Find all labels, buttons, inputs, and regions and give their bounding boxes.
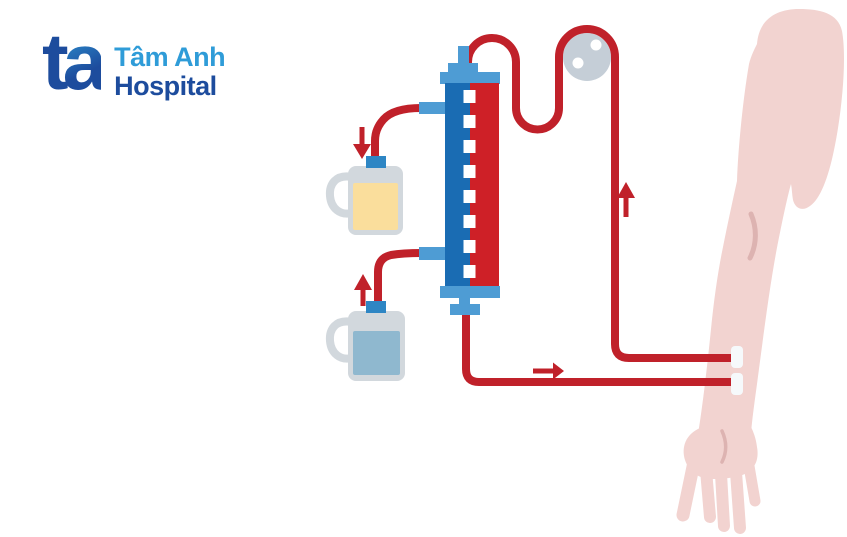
flow-arrows — [353, 127, 635, 380]
dialyzer — [419, 46, 500, 315]
arterial-tube — [464, 25, 738, 362]
dialyzer-bottom-crossbar — [450, 304, 480, 315]
arm-silhouette — [698, 9, 845, 434]
dialysate-in-tube — [374, 249, 422, 307]
pump-roller-2 — [572, 57, 584, 69]
dialyzer-bottom-stem — [459, 296, 470, 308]
dialyzer-top-stem — [458, 46, 469, 68]
dialyzer-membrane-dashes — [463, 90, 476, 278]
arrow-up-icon — [354, 274, 372, 306]
logo-hospital-name: Tâm Anh — [114, 42, 226, 72]
needle-tape-bottom — [731, 373, 743, 395]
fresh-jug-handle — [325, 317, 356, 363]
waste-jug-handle — [325, 172, 356, 218]
fresh-dialysate-liquid — [353, 331, 400, 375]
arrow-down-icon — [353, 127, 371, 159]
dialysate-out-tube — [371, 104, 422, 163]
dialysate-tubing — [371, 104, 422, 307]
finger-middle — [715, 468, 730, 532]
elbow-crease — [747, 211, 758, 261]
dialyzer-top-cap — [440, 72, 500, 84]
fresh-dialysate-jug — [325, 301, 405, 381]
arrow-right-icon — [533, 362, 564, 380]
logo-text: Tâm Anh Hospital — [114, 22, 226, 101]
arrow-up-blood-icon — [617, 182, 635, 217]
roller-pump-icon — [563, 33, 611, 81]
dialyzer-blood-chamber — [470, 83, 499, 287]
thumb — [676, 455, 701, 522]
logo-monogram-a: a — [62, 17, 107, 106]
patient-arm — [676, 9, 845, 534]
palm-crease — [720, 429, 728, 464]
dialyzer-port-in — [419, 247, 446, 260]
dialyzer-dialysate-chamber — [445, 83, 470, 287]
needle-tape-top — [731, 346, 743, 368]
finger-ring — [730, 466, 746, 534]
dialyzer-bottom-cap — [440, 286, 500, 298]
needle-sites — [731, 346, 743, 395]
pump-roller-1 — [590, 39, 602, 51]
fresh-jug-cap — [366, 301, 386, 313]
waste-dialysate-liquid — [353, 183, 398, 230]
venous-tube — [462, 308, 738, 386]
blood-tubing — [462, 25, 738, 386]
waste-dialysate-jug — [325, 156, 403, 235]
dialyzer-port-out — [419, 102, 446, 114]
pump-wheel — [563, 33, 611, 81]
logo-hospital-subtitle: Hospital — [114, 71, 217, 101]
finger-index — [700, 464, 716, 523]
logo-monogram: ta — [42, 22, 107, 102]
hospital-logo: ta Tâm Anh Hospital — [42, 22, 226, 102]
dialyzer-top-crossbar — [448, 63, 478, 74]
waste-jug-cap — [366, 156, 386, 168]
finger-pinky — [743, 460, 761, 507]
